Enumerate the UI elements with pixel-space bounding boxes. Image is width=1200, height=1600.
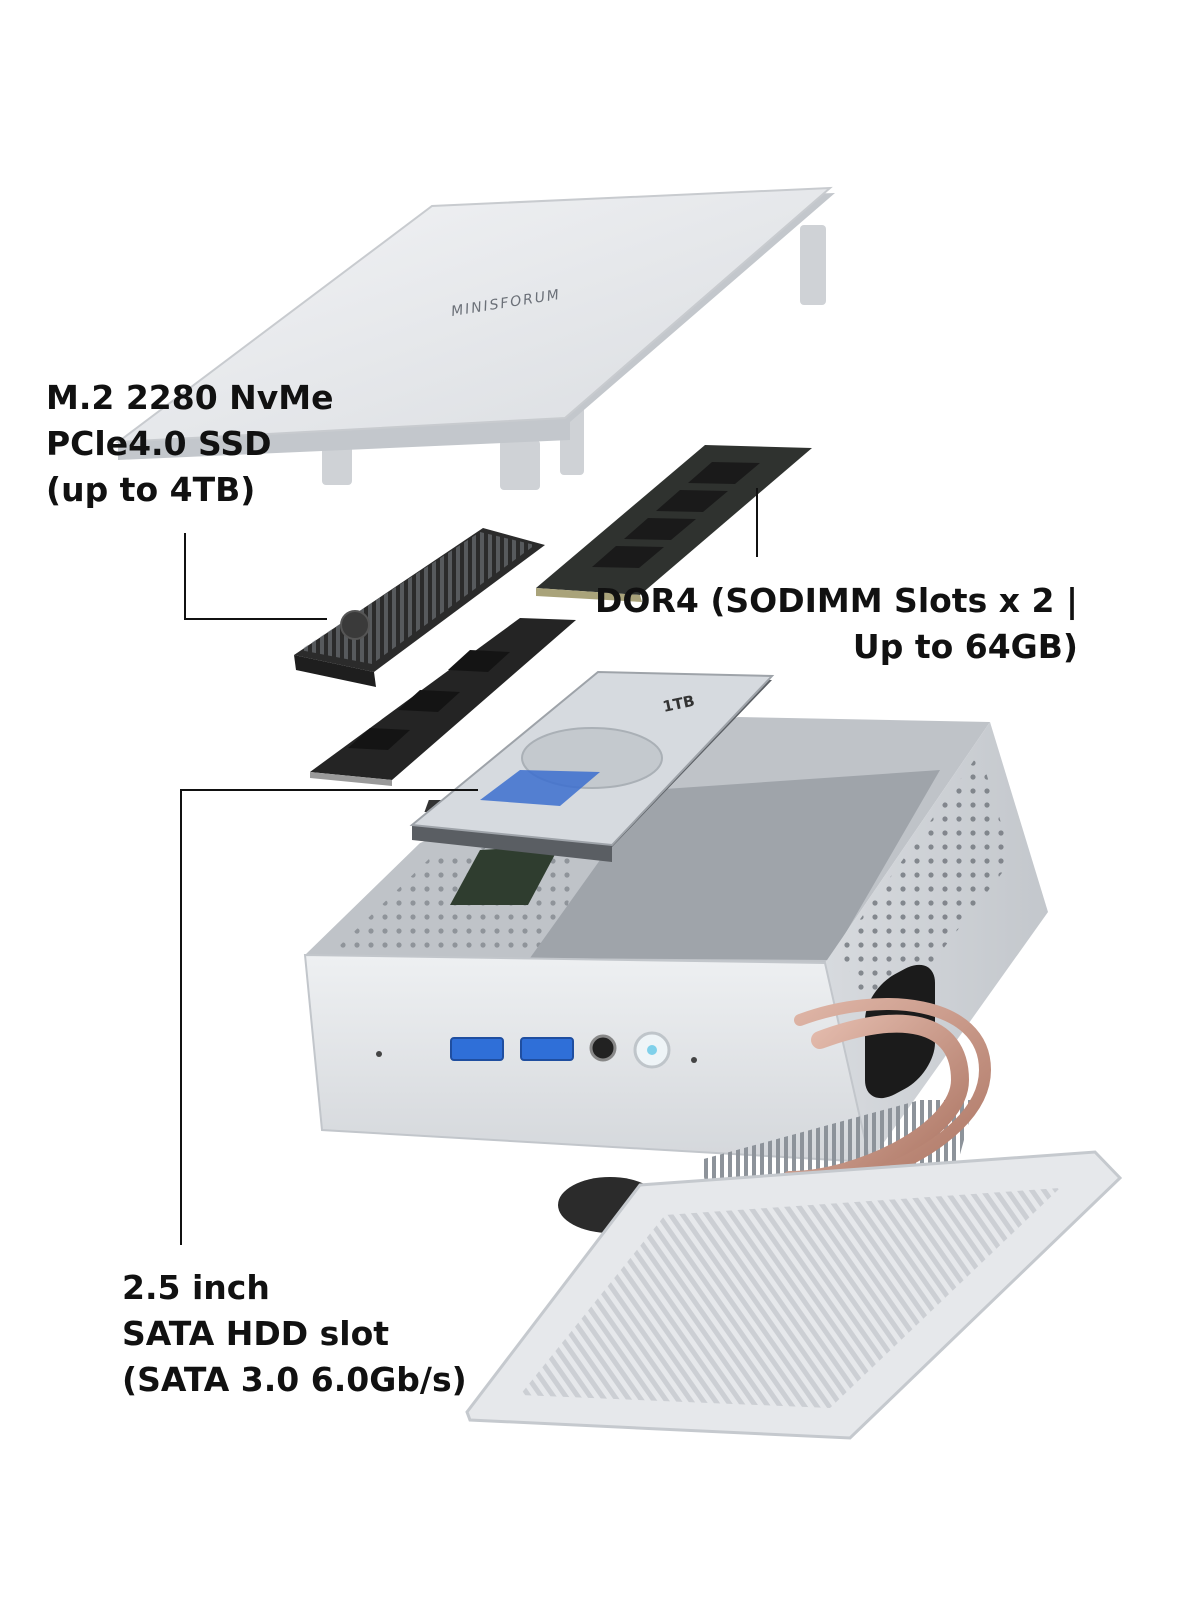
power-led: [647, 1045, 657, 1055]
hdd-drive: 1TB: [409, 670, 775, 862]
ram-chip: [592, 546, 664, 568]
wifi-card: [450, 845, 560, 905]
heatpipe: [781, 1014, 970, 1189]
ram-chip: [624, 518, 696, 540]
ram-callout-line-1: DOR4 (SODIMM Slots x 2 |: [595, 581, 1078, 620]
audio-jack: [589, 1034, 617, 1062]
ssd-callout-line-1: M.2 2280 NvMe: [46, 378, 334, 417]
front-mic-hole: [376, 1051, 382, 1057]
usb-port-1: [450, 1037, 504, 1061]
ssd-callout-line-2: PCle4.0 SSD: [46, 424, 272, 463]
hdd-callout-line-1: 2.5 inch: [122, 1268, 270, 1307]
hdd-callout-line-3: (SATA 3.0 6.0Gb/s): [122, 1360, 467, 1399]
ssd-heatsink: [294, 528, 545, 687]
bottom-plate-grille: [520, 1188, 1060, 1408]
ram-chip: [688, 462, 760, 484]
lid-surface: [114, 186, 833, 444]
heatsink-front: [294, 655, 376, 687]
ssd-callout: M.2 2280 NvMe PCle4.0 SSD (up to 4TB): [46, 375, 334, 513]
top-lid: MINISFORUM: [114, 186, 835, 490]
chassis: [303, 717, 1048, 1164]
ssd-connector: [310, 772, 392, 786]
hdd-blue-label: [480, 770, 600, 806]
ram-callout: DOR4 (SODIMM Slots x 2 | Up to 64GB): [595, 578, 1078, 670]
front-indicator: [691, 1057, 697, 1063]
ssd-callout-line-3: (up to 4TB): [46, 470, 256, 509]
hdd-leader-line: [180, 789, 478, 1245]
ssd-chip: [348, 728, 410, 750]
lid-leg: [800, 225, 826, 305]
ram-chip: [656, 490, 728, 512]
hdd-callout: 2.5 inch SATA HDD slot (SATA 3.0 6.0Gb/s…: [122, 1265, 467, 1403]
ssd-leader-line: [184, 533, 327, 620]
chassis-front: [303, 953, 872, 1164]
bottom-plate: [465, 1150, 1123, 1440]
heatsink-fan-icon: [340, 610, 370, 640]
hdd-callout-line-2: SATA HDD slot: [122, 1314, 390, 1353]
chassis-side-vents: [838, 752, 1012, 1030]
lid-leg: [500, 440, 540, 490]
ram-callout-line-2: Up to 64GB): [852, 627, 1078, 666]
ram-module: [536, 445, 812, 602]
ssd-chip: [398, 690, 460, 712]
usb-port-2: [520, 1037, 574, 1061]
ssd-board: [310, 618, 576, 786]
ram-edge: [536, 588, 642, 602]
ssd-chip: [448, 650, 510, 672]
